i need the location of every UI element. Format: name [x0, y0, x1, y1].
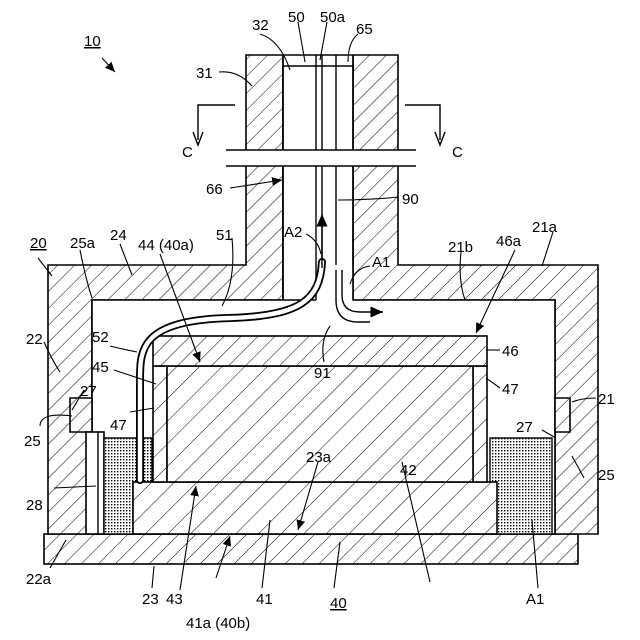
post-28 — [86, 432, 104, 534]
filler-block-right — [490, 438, 552, 534]
label-46: 46 — [502, 343, 519, 360]
label-46a: 46a — [496, 233, 522, 250]
label-21b: 21b — [448, 239, 473, 256]
label-22: 22 — [26, 331, 43, 348]
section-break-gap — [226, 150, 416, 166]
label-66: 66 — [206, 181, 223, 198]
label-31: 31 — [196, 65, 213, 82]
label-47-right: 47 — [502, 381, 519, 398]
label-27-right: 27 — [516, 419, 533, 436]
leader-10 — [102, 58, 115, 72]
label-42: 42 — [400, 462, 417, 479]
label-28: 28 — [26, 497, 43, 514]
label-22a: 22a — [26, 571, 52, 588]
label-a1-bottom: A1 — [526, 591, 544, 608]
label-51: 51 — [216, 227, 233, 244]
leader-21a — [542, 232, 553, 266]
leader-23 — [152, 566, 154, 588]
label-50: 50 — [288, 9, 305, 26]
label-40: 40 — [330, 595, 347, 612]
label-32: 32 — [252, 17, 269, 34]
label-c-left: C — [182, 144, 193, 161]
label-50a: 50a — [320, 9, 346, 26]
label-47-left: 47 — [110, 417, 127, 434]
section-c-marker-left — [198, 105, 235, 140]
label-25-left: 25 — [24, 433, 41, 450]
base-plate-23 — [44, 534, 578, 564]
label-a2: A2 — [284, 224, 302, 241]
label-25a: 25a — [70, 235, 96, 252]
side-wall-47-right — [473, 366, 487, 482]
label-20: 20 — [30, 235, 47, 252]
leader-50 — [298, 22, 305, 62]
label-27-left: 27 — [80, 383, 97, 400]
lid-46 — [153, 336, 487, 366]
label-23a: 23a — [306, 449, 332, 466]
label-23: 23 — [142, 591, 159, 608]
side-holder-left-25 — [70, 398, 92, 432]
label-90: 90 — [402, 191, 419, 208]
label-65: 65 — [356, 21, 373, 38]
label-24: 24 — [110, 227, 127, 244]
label-21a: 21a — [532, 219, 558, 236]
label-21: 21 — [598, 391, 615, 408]
section-c-marker-right — [405, 105, 440, 140]
label-45: 45 — [92, 359, 109, 376]
label-41a: 41a (40b) — [186, 615, 250, 632]
label-44: 44 (40a) — [138, 237, 194, 254]
label-52: 52 — [92, 329, 109, 346]
substrate-41 — [133, 482, 497, 534]
label-91: 91 — [314, 365, 331, 382]
label-43: 43 — [166, 591, 183, 608]
label-c-right: C — [452, 144, 463, 161]
side-holder-right-25 — [555, 398, 570, 432]
label-41: 41 — [256, 591, 273, 608]
label-10: 10 — [84, 33, 101, 50]
label-25-right: 25 — [598, 467, 615, 484]
label-a1-top: A1 — [372, 254, 390, 271]
